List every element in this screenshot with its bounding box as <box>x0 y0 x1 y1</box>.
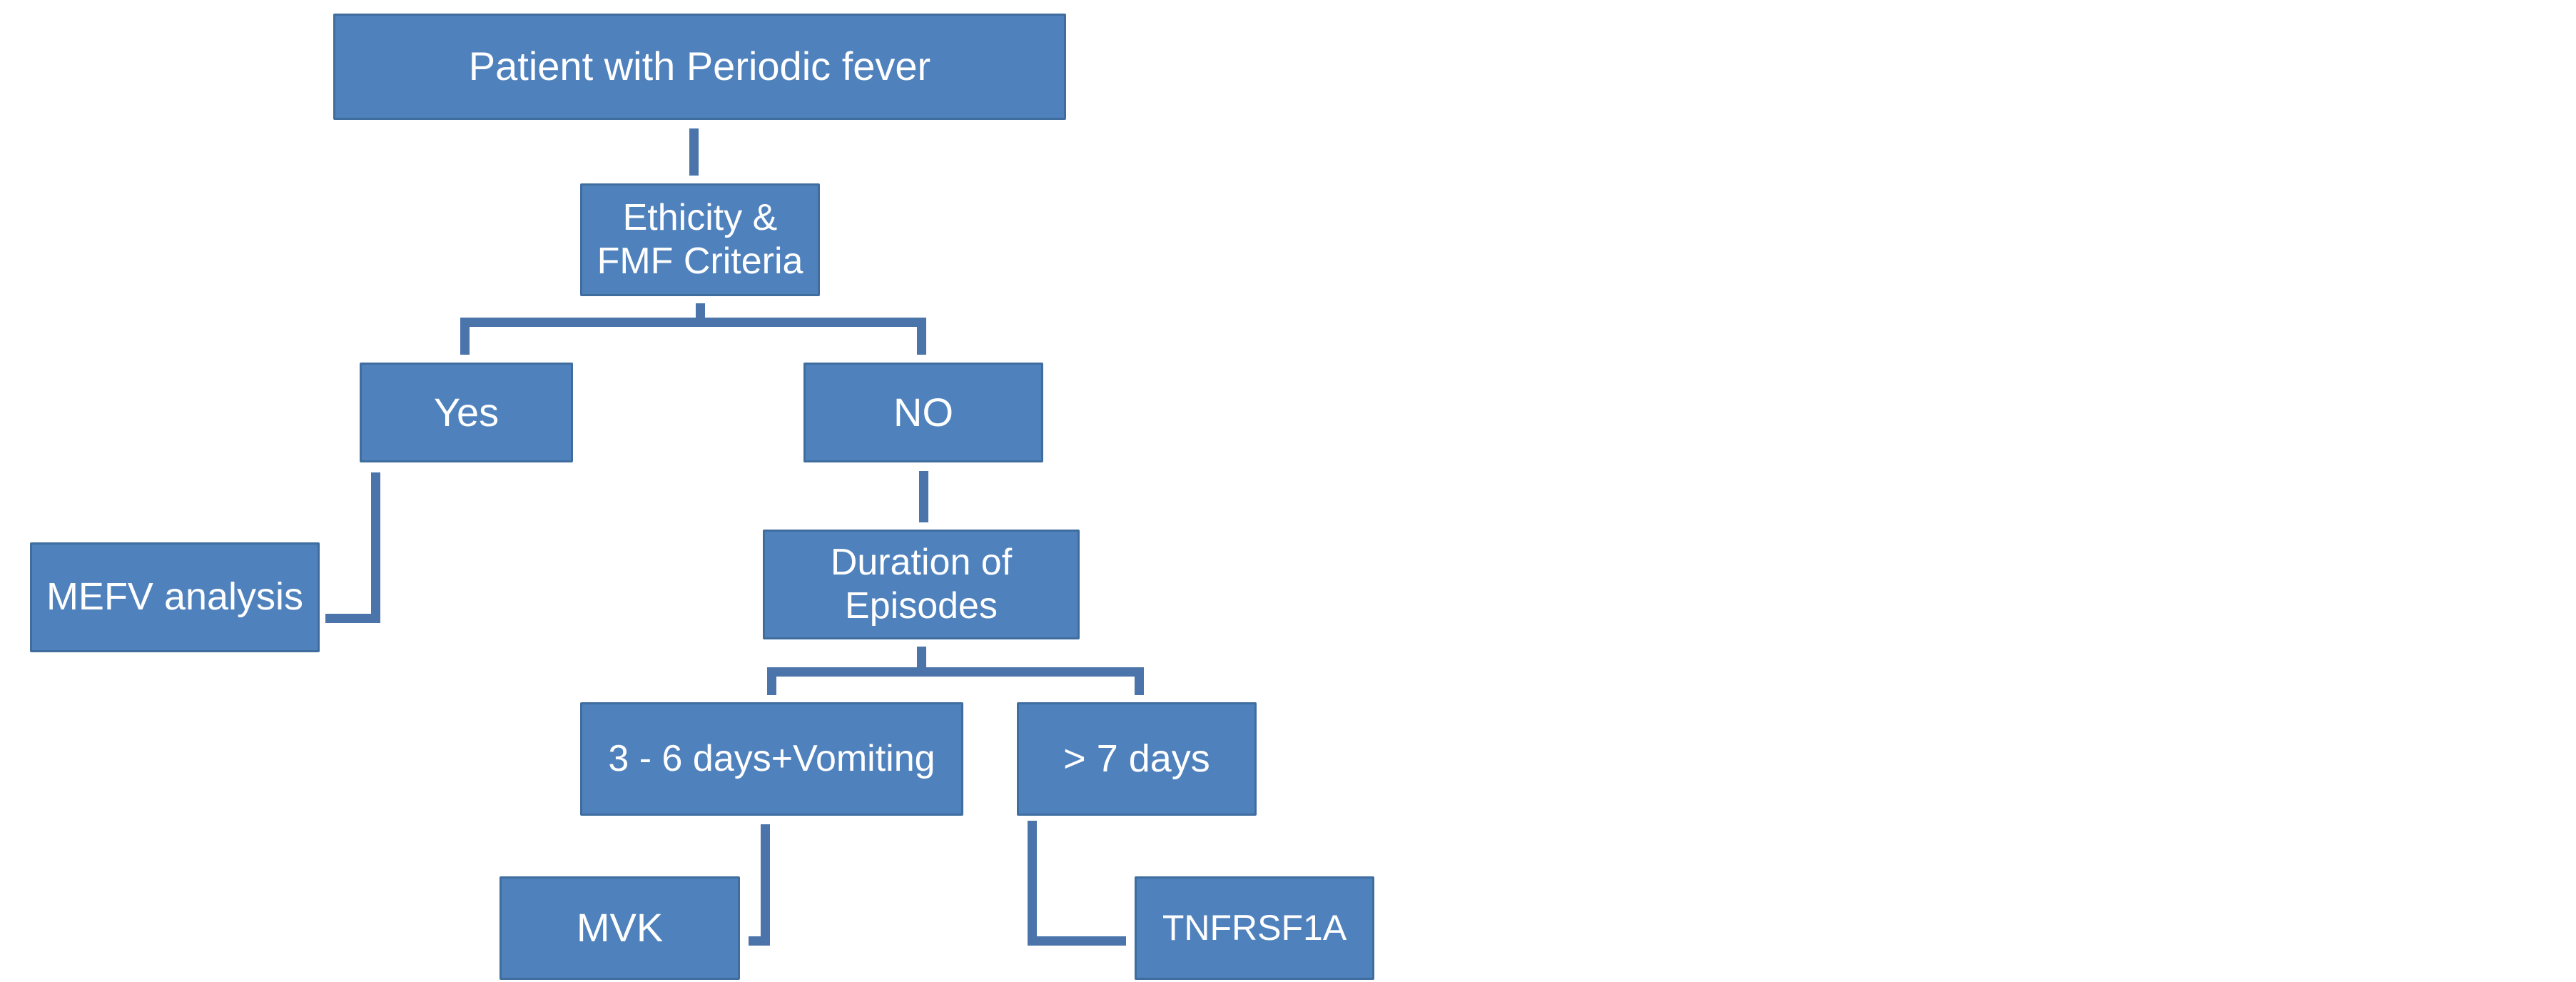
node-mefv-analysis: MEFV analysis <box>30 542 320 652</box>
connector-ethnicity-branch-stem <box>696 303 705 322</box>
node-patient-with-periodic-fever: Patient with Periodic fever <box>333 14 1066 120</box>
node-duration-of-episodes: Duration of Episodes <box>763 530 1080 639</box>
node-tnfrsf1a: TNFRSF1A <box>1135 876 1374 980</box>
connector-3-6-days-to-mvk-vertical <box>761 824 770 946</box>
connector-ethnicity-branch-horizontal <box>460 318 926 327</box>
node-gt-7-days: > 7 days <box>1017 702 1257 816</box>
connector-gt-7-days-to-tnfrsf1a-vertical <box>1028 821 1037 946</box>
connector-branch-drop-to-yes <box>460 318 470 355</box>
node-yes: Yes <box>360 363 573 462</box>
connector-branch-drop-to-gt-7-days <box>1135 667 1144 695</box>
connector-duration-branch-horizontal <box>767 667 1144 677</box>
connector-patient-to-ethnicity <box>689 128 699 176</box>
node-mvk: MVK <box>500 876 740 980</box>
connector-branch-drop-to-3-6-days <box>767 667 776 695</box>
connector-3-6-days-to-mvk-horizontal <box>749 936 770 946</box>
connector-no-to-duration <box>919 471 928 522</box>
connector-yes-to-mefv-vertical <box>371 472 380 623</box>
connector-gt-7-days-to-tnfrsf1a-horizontal <box>1028 936 1126 946</box>
node-3-6-days-vomiting: 3 - 6 days+Vomiting <box>580 702 963 816</box>
connector-yes-to-mefv-horizontal <box>325 614 380 623</box>
connector-branch-drop-to-no <box>917 318 926 355</box>
node-no: NO <box>803 363 1043 462</box>
node-ethnicity-fmf-criteria: Ethicity & FMF Criteria <box>580 183 820 296</box>
